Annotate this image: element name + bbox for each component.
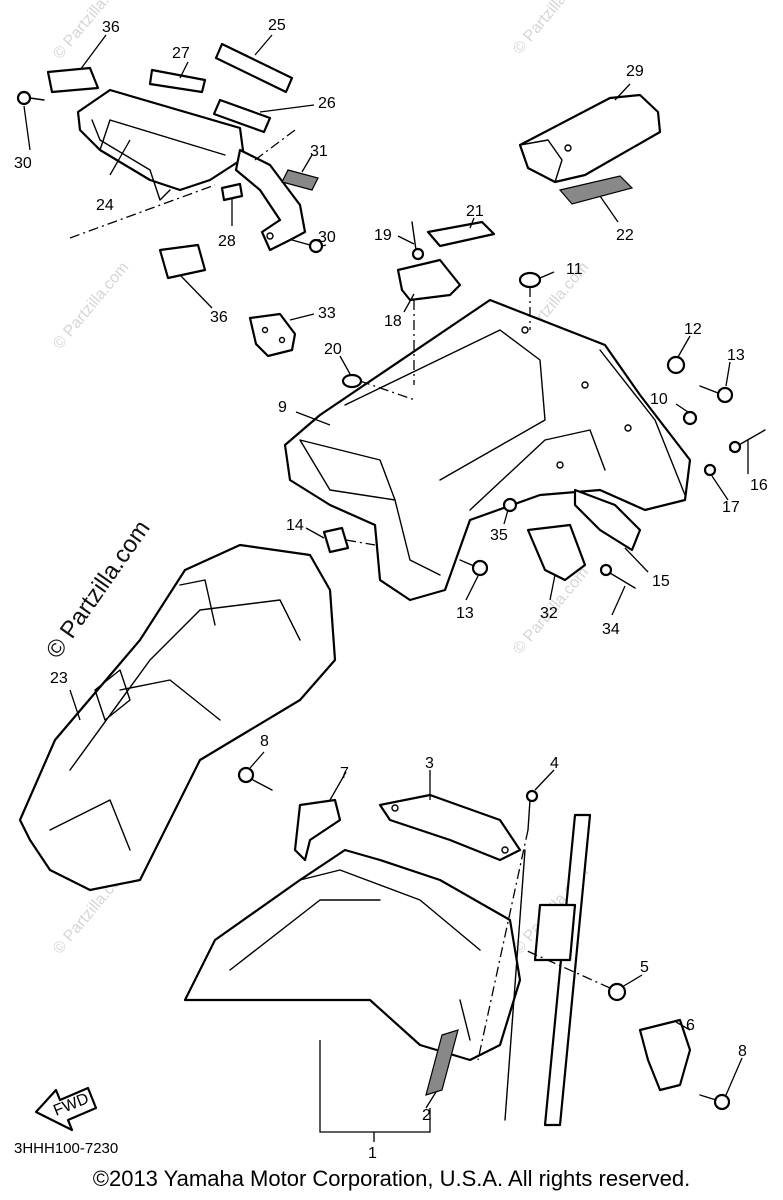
front-fork [504,813,592,1127]
band-21 [426,220,496,248]
callout-35: 35 [490,527,508,544]
bolt-19 [411,221,425,261]
stay-3 [378,793,522,862]
bracket-33 [248,312,297,358]
callout-5: 5 [640,959,649,976]
collar-10 [682,410,698,426]
callout-12: 12 [684,321,702,338]
callout-2: 2 [422,1107,431,1124]
callout-32: 32 [540,605,558,622]
stripe-25 [214,42,294,94]
callout-14: 14 [286,517,304,534]
callout-29: 29 [626,63,644,80]
stay-7 [293,798,342,862]
callout-18: 18 [384,313,402,330]
callout-6: 6 [686,1017,695,1034]
seat-cowl-24 [69,88,307,252]
callout-15: 15 [652,573,670,590]
callout-20: 20 [324,341,342,358]
bolt-13-upper [699,385,734,404]
callout-19: 19 [374,227,392,244]
watermark: © Partzilla.com [510,0,592,58]
washer-17 [703,463,717,477]
callout-10: 10 [650,391,668,408]
copyright-notice: ©2013 Yamaha Motor Corporation, U.S.A. A… [92,1166,691,1191]
callout-numbers: 1 2 3 4 5 6 7 8 8 9 10 11 12 13 13 14 15… [14,17,768,1162]
grommet-20 [341,373,416,401]
callout-36-bottom: 36 [210,309,228,326]
fwd-arrow: FWD [34,1086,98,1132]
grommet-11 [518,271,542,330]
nut-12 [666,355,686,375]
watermark: © Partzilla.com [50,0,132,63]
stripe-27 [148,68,207,94]
watermark: © Partzilla.com [50,259,132,353]
bolt-8-left [237,766,273,791]
callout-25: 25 [268,17,286,34]
emblem-36-top [46,66,100,94]
washer-35 [502,497,518,513]
bolt-30-left [16,90,45,106]
stripe-26 [212,98,272,134]
callout-27: 27 [172,45,190,62]
callout-33: 33 [318,305,336,322]
callout-30-right: 30 [318,229,336,246]
bolt-4 [477,789,539,1061]
callout-30-left: 30 [14,155,32,172]
screw-34 [599,563,636,589]
callout-7: 7 [340,765,349,782]
damper-31 [281,169,319,191]
callout-16: 16 [750,477,768,494]
callout-4: 4 [550,755,559,772]
callout-9: 9 [278,399,287,416]
callout-34: 34 [602,621,620,638]
bracket-15 [573,488,642,552]
damper-28 [220,182,244,202]
rear-fender-9 [283,298,692,602]
callout-13-lower: 13 [456,605,474,622]
leader-lines [23,34,749,1142]
callout-24: 24 [96,197,114,214]
callout-11: 11 [566,261,583,278]
rear-inner-fender-23 [18,543,337,892]
callout-21: 21 [466,203,484,220]
nut-14 [322,526,376,554]
front-fender-1 [183,848,522,1062]
bolt-13-lower [459,559,489,577]
diagram-code: 3HHH100-7230 [14,1140,119,1157]
callout-22: 22 [616,227,634,244]
callout-13-upper: 13 [727,347,745,364]
callout-26: 26 [318,95,336,112]
callout-31: 31 [310,143,328,160]
bracket-18 [396,258,462,385]
bolt-8-right [699,1093,731,1111]
callout-8-right: 8 [738,1043,747,1060]
stay-6 [638,1018,692,1092]
seat-29 [518,93,662,184]
callout-1: 1 [368,1145,377,1162]
callout-23: 23 [50,670,68,687]
reflector-2 [425,1029,459,1096]
callout-36-top: 36 [102,19,120,36]
bracket-32 [526,523,587,582]
emblem-36-bottom [158,243,207,280]
pad-22 [558,175,634,205]
callout-8-left: 8 [260,733,269,750]
bolt-30-right [291,238,324,254]
callout-3: 3 [425,755,434,772]
nut-5 [524,949,627,1002]
callout-17: 17 [722,499,740,516]
callout-28: 28 [218,233,236,250]
